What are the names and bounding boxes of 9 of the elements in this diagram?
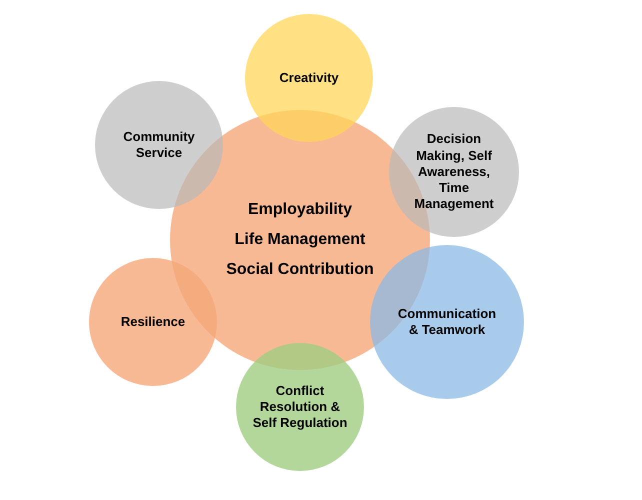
node-label: Creativity <box>279 70 339 86</box>
node-label: Life Management <box>234 230 366 250</box>
node-label: Conflict Resolution & Self Regulation <box>252 382 348 432</box>
node-label: Communication & Teamwork <box>396 306 498 338</box>
node-label: Resilience <box>120 314 186 330</box>
node-label: Decision Making, Self Awareness, Time Management <box>413 131 495 213</box>
node-label: Community Service <box>122 128 196 162</box>
node-label: Social Contribution <box>226 260 374 280</box>
node-label: Employability <box>248 200 352 220</box>
